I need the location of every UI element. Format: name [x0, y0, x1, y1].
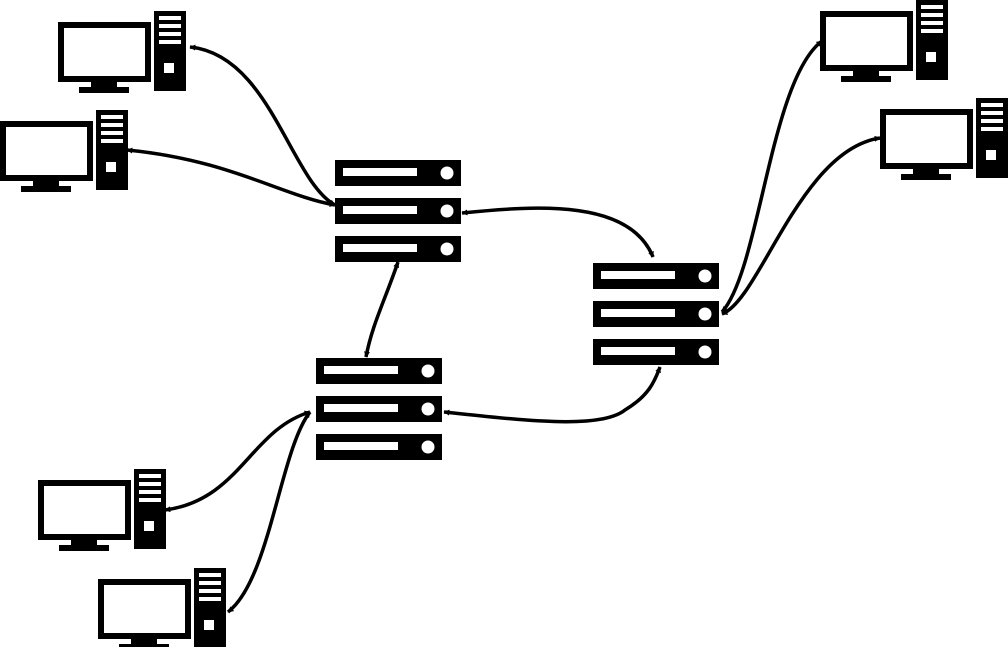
- link-server-right-computer-top-right-2: [721, 135, 881, 316]
- computer-top-left-2-icon: [3, 110, 128, 192]
- servers-layer: [316, 160, 719, 460]
- server-right-icon: [593, 263, 719, 365]
- link-server-bottom-server-right: [443, 366, 662, 424]
- computer-bottom-left-1-icon: [41, 469, 166, 551]
- computer-bottom-left-2-icon: [101, 568, 226, 647]
- server-top-icon: [335, 160, 461, 262]
- link-server-bottom-computer-bottom-left-2: [226, 410, 312, 614]
- link-server-top-computer-top-left-2: [126, 147, 336, 207]
- link-server-right-computer-top-right-1: [720, 39, 824, 314]
- link-server-top-server-right: [461, 206, 655, 258]
- computer-top-right-2-icon: [883, 98, 1008, 180]
- server-bottom-icon: [316, 358, 442, 460]
- links-layer: [126, 39, 881, 614]
- computer-top-left-1-icon: [61, 11, 186, 93]
- link-server-top-server-bottom: [364, 261, 400, 358]
- computers-layer: [3, 0, 1008, 647]
- computer-top-right-1-icon: [823, 0, 948, 82]
